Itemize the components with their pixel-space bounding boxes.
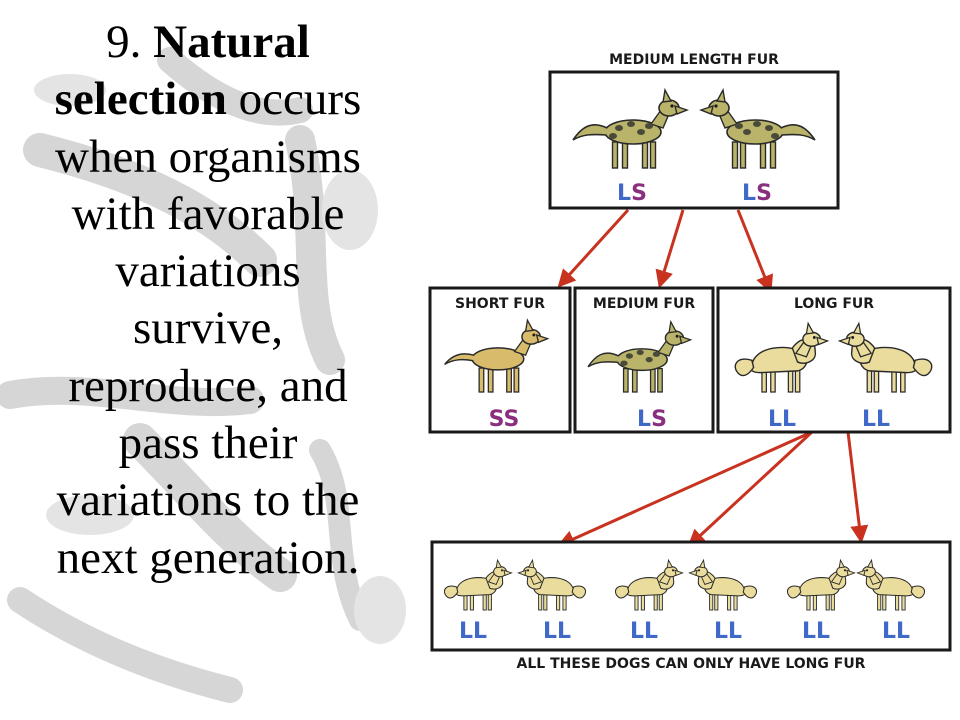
long-fur-genotype: LL <box>862 407 890 432</box>
parent-dog-left <box>572 87 690 169</box>
brush-stroke-background <box>0 47 406 703</box>
statement-line: with favorable <box>71 187 345 240</box>
offspring-genotype: LL <box>802 619 830 644</box>
dog-illustrations <box>444 87 933 611</box>
offspring-dog <box>787 558 856 611</box>
statement-line: reproduce, and <box>68 359 348 412</box>
offspring-dog <box>688 558 757 611</box>
statement-line-2: selection occurs <box>8 71 408 128</box>
statement-line: survive, <box>132 302 284 355</box>
statement-line-1: 9. Natural <box>8 14 408 71</box>
parent-genotype: LS <box>617 181 647 206</box>
statement-term-first: Natural <box>153 16 310 68</box>
offspring-genotype: LL <box>459 619 487 644</box>
short-fur-dog <box>444 318 550 393</box>
arrow-long-to-offspring-right <box>846 431 869 544</box>
statement-text: 9. Natural selection occurs when organis… <box>8 14 408 587</box>
arrow-parent-to-short <box>557 208 630 288</box>
parent-box-label: MEDIUM LENGTH FUR <box>609 52 779 68</box>
offspring-dog <box>615 558 684 611</box>
arrows <box>556 208 869 548</box>
statement-line: pass their <box>118 417 298 470</box>
medium-fur-dog <box>587 319 693 393</box>
arrow-parent-to-medium <box>655 209 685 289</box>
long-fur-dog-right <box>837 321 933 393</box>
arrow-long-to-offspring-left <box>556 430 813 548</box>
arrow-long-to-offspring-middle <box>687 430 814 548</box>
offspring-genotype: LL <box>714 619 742 644</box>
parent-dog-right <box>698 87 816 169</box>
parent-genotype: LS <box>742 181 772 206</box>
offspring-genotype: LL <box>630 619 658 644</box>
statement-line: variations <box>115 245 301 298</box>
statement-line: when organisms <box>55 130 361 183</box>
inheritance-diagram: MEDIUM LENGTH FUR SHORT FUR MEDIUM FUR L… <box>428 52 952 672</box>
offspring-box-label: ALL THESE DOGS CAN ONLY HAVE LONG FUR <box>517 656 866 672</box>
child-box-short-label: SHORT FUR <box>455 296 545 312</box>
offspring-box: ALL THESE DOGS CAN ONLY HAVE LONG FUR <box>430 540 952 672</box>
statement-term-suffix: occurs <box>238 73 362 126</box>
offspring-dog <box>856 558 925 611</box>
statement-number: 9. <box>106 16 142 68</box>
medium-fur-genotype: LS <box>637 407 667 432</box>
offspring-genotype: LL <box>882 619 910 644</box>
genotype-labels: LS LS SS LS LL LL LL LL LL LL LL LL <box>459 181 910 644</box>
short-fur-genotype: SS <box>489 407 520 432</box>
child-box-long-label: LONG FUR <box>794 296 874 312</box>
statement-line: next generation. <box>56 531 360 584</box>
child-box-medium-label: MEDIUM FUR <box>593 296 695 312</box>
long-fur-dog-left <box>734 321 830 393</box>
offspring-dog <box>517 558 586 611</box>
offspring-genotype: LL <box>543 619 571 644</box>
statement-term-second: selection <box>54 73 227 126</box>
parent-box: MEDIUM LENGTH FUR <box>548 52 840 210</box>
arrow-parent-to-long <box>736 209 774 294</box>
statement-line: variations to the <box>56 474 360 527</box>
offspring-dog <box>444 558 513 611</box>
long-fur-genotype: LL <box>768 407 796 432</box>
